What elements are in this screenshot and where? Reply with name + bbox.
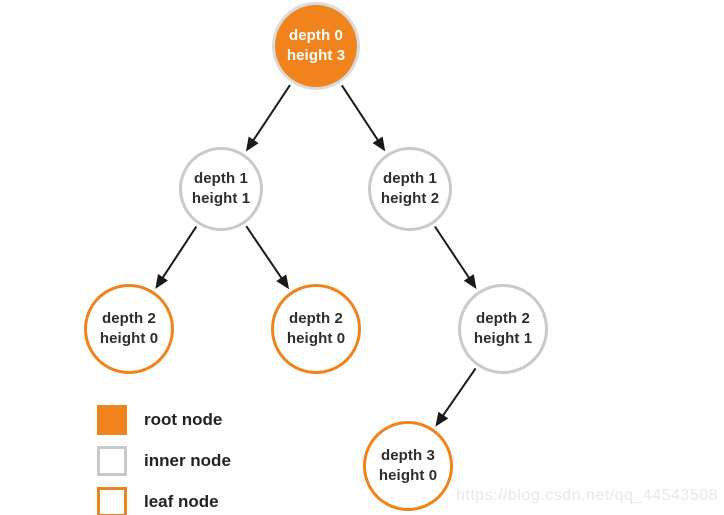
tree-edge (245, 84, 291, 152)
node-label: height 2 (380, 190, 440, 207)
tree-edge (245, 225, 290, 290)
legend-row-inner: inner node (97, 446, 231, 476)
node-label: depth 2 (288, 310, 344, 327)
legend-label-root: root node (144, 410, 223, 429)
node-label: depth 1 (382, 170, 438, 187)
tree-edge (155, 226, 198, 289)
node-label: height 1 (473, 330, 533, 347)
node-label: depth 2 (475, 310, 531, 327)
legend: root node inner node leaf node (97, 405, 231, 515)
leaf-node-swatch-icon (97, 487, 127, 515)
legend-row-root: root node (97, 405, 231, 435)
tree-node-n2: depth 1 height 2 (368, 147, 452, 231)
tree-edge (434, 225, 477, 289)
tree-node-n0: depth 0 height 3 (272, 2, 360, 90)
tree-node-n6: depth 3 height 0 (363, 421, 453, 511)
root-node-swatch-icon (97, 405, 127, 435)
node-label: height 0 (378, 467, 438, 484)
node-label: depth 1 (193, 170, 249, 187)
tree-edge (435, 367, 477, 427)
inner-node-swatch-icon (97, 446, 127, 476)
node-label: height 0 (286, 330, 346, 347)
tree-node-n1: depth 1 height 1 (179, 147, 263, 231)
node-label: depth 3 (380, 447, 436, 464)
watermark: https://blog.csdn.net/qq_44543508 (455, 487, 718, 504)
node-label: depth 0 (288, 27, 344, 44)
legend-label-inner: inner node (144, 451, 231, 470)
tree-node-n3: depth 2 height 0 (84, 284, 174, 374)
legend-row-leaf: leaf node (97, 487, 231, 515)
tree-node-n4: depth 2 height 0 (271, 284, 361, 374)
node-label: height 1 (191, 190, 251, 207)
node-label: depth 2 (101, 310, 157, 327)
legend-label-leaf: leaf node (144, 492, 219, 511)
tree-node-n5: depth 2 height 1 (458, 284, 548, 374)
tree-edge (340, 84, 386, 152)
node-label: height 0 (99, 330, 159, 347)
node-label: height 3 (286, 47, 346, 64)
